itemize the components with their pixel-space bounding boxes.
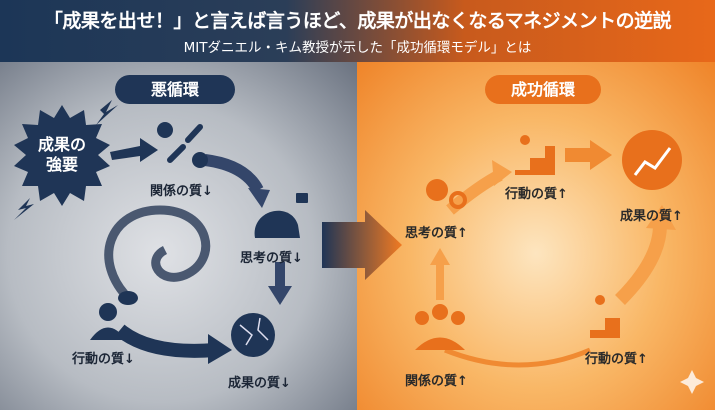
lock-icon <box>296 193 308 203</box>
thinking-quality-up: 思考の質↑ <box>405 226 468 241</box>
arrow-icon <box>444 347 591 368</box>
virtuous-cycle-title: 成功循環 <box>485 75 601 104</box>
result-quality-down: 成果の質↓ <box>228 376 291 391</box>
arrow-icon <box>204 154 264 194</box>
result-quality-up: 成果の質↑ <box>620 209 683 224</box>
trigger-label: 成果の強要 <box>37 135 86 174</box>
header-banner: 「成果を出せ！」と言えば言うほど、成果が出なくなるマネジメントの逆説 MITダニ… <box>0 0 715 62</box>
arrow-icon <box>492 160 512 186</box>
transition-arrow <box>322 210 402 280</box>
starburst-icon <box>14 105 110 206</box>
lightning-icon <box>14 198 34 220</box>
arrow-icon <box>115 324 216 358</box>
arrow-icon <box>268 286 292 305</box>
broken-chain-icon <box>167 124 203 163</box>
stairs-climber-icon <box>590 318 620 338</box>
page-title: 「成果を出せ！」と言えば言うほど、成果が出なくなるマネジメントの逆説 <box>43 10 672 32</box>
arrow-icon <box>208 334 232 364</box>
relationship-quality-down: 関係の質↓ <box>150 184 213 199</box>
arrow-icon <box>430 248 450 265</box>
action-quality-up-bottom: 行動の質↑ <box>585 352 648 367</box>
team-handshake-icon <box>432 304 448 320</box>
arrow-icon <box>110 138 158 162</box>
distressed-person-icon <box>99 303 117 321</box>
page-subtitle: MITダニエル・キム教授が示した「成功循環モデル」とは <box>183 40 532 56</box>
arrow-icon <box>590 140 612 170</box>
cracked-globe-icon <box>231 313 275 357</box>
sad-face-icon <box>192 152 208 168</box>
lightbulb-icon <box>426 179 448 201</box>
sparkle-icon <box>680 370 704 394</box>
vicious-cycle-title: 悪循環 <box>115 75 235 104</box>
relationship-quality-up: 関係の質↑ <box>405 374 468 389</box>
gear-icon <box>449 191 467 209</box>
action-quality-up-top: 行動の質↑ <box>505 187 568 202</box>
arrow-icon <box>615 224 667 305</box>
growth-chart-icon <box>622 130 682 190</box>
arrow-icon <box>646 205 676 230</box>
lightning-icon <box>96 100 118 125</box>
spiral-icon <box>104 205 211 304</box>
action-quality-down: 行動の質↓ <box>72 352 135 367</box>
thinking-quality-down: 思考の質↓ <box>240 251 303 266</box>
stairs-climber-icon <box>515 146 555 175</box>
arrow-icon <box>248 188 270 208</box>
eye-icon <box>118 291 138 305</box>
head-lock-icon <box>254 210 300 238</box>
sad-face-icon <box>157 122 173 138</box>
